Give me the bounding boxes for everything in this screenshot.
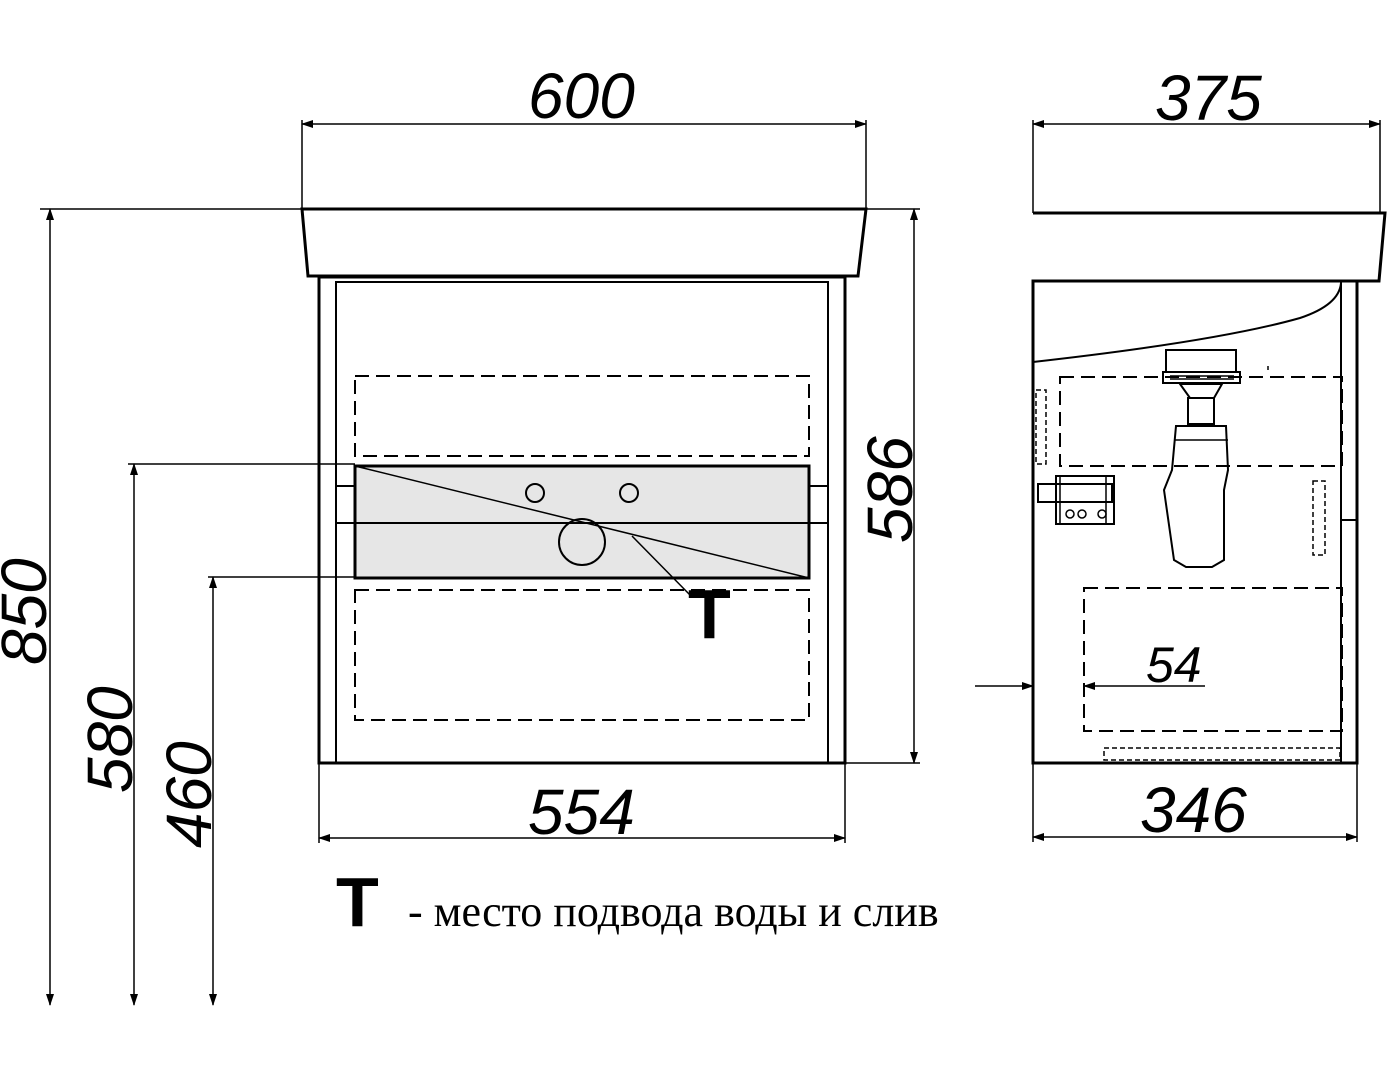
side-lower-drawer bbox=[1083, 587, 1343, 732]
front-upper-drawer bbox=[354, 375, 810, 457]
legend-symbol: T bbox=[336, 863, 379, 941]
side-valve bbox=[1037, 475, 1115, 525]
side-cabinet-outer bbox=[1031, 279, 1359, 765]
side-basin-bowl bbox=[1032, 282, 1342, 363]
legend: T - место подвода воды и слив bbox=[336, 863, 939, 941]
front-view: T 600 554 586 850 580 460 bbox=[0, 60, 926, 1006]
front-basin bbox=[300, 207, 868, 278]
dim-346: 346 bbox=[1140, 774, 1247, 846]
dim-460: 460 bbox=[153, 741, 225, 848]
front-supply-hole-left bbox=[525, 483, 545, 503]
dim-54: 54 bbox=[1146, 637, 1202, 693]
dim-850: 850 bbox=[0, 558, 60, 665]
dim-600: 600 bbox=[528, 60, 635, 132]
front-lower-drawer bbox=[354, 589, 810, 721]
side-basin bbox=[1033, 211, 1387, 283]
front-supply-hole-right bbox=[619, 483, 639, 503]
front-marker-t: T bbox=[688, 575, 731, 653]
front-drain-hole bbox=[558, 518, 606, 566]
siphon bbox=[1162, 349, 1269, 568]
dim-554: 554 bbox=[528, 776, 635, 848]
legend-text: - место подвода воды и слив bbox=[408, 887, 939, 936]
dim-586: 586 bbox=[854, 436, 926, 543]
dim-580: 580 bbox=[74, 686, 146, 793]
dim-375: 375 bbox=[1155, 62, 1262, 134]
side-view: 375 346 54 bbox=[975, 62, 1387, 846]
side-upper-drawer bbox=[1059, 376, 1343, 467]
